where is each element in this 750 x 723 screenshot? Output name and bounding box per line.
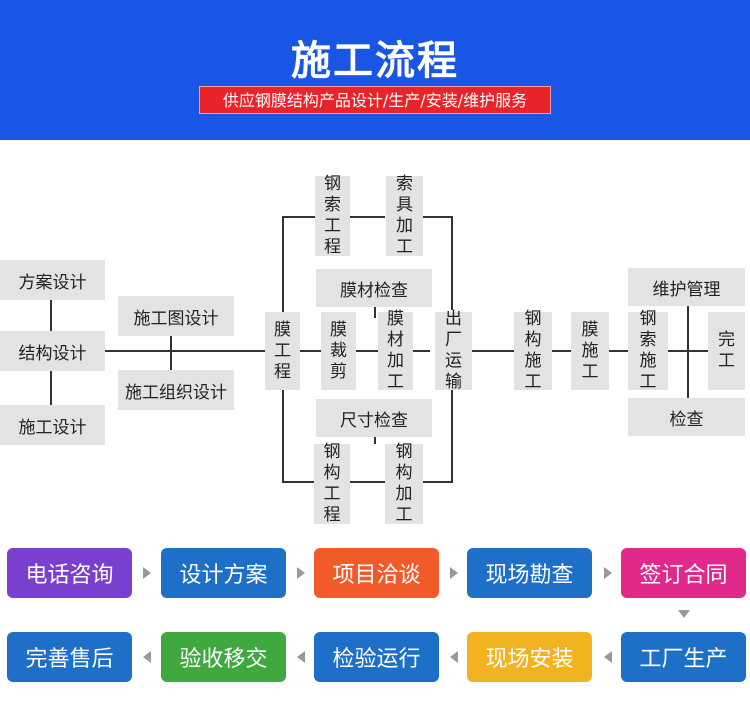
node-weihu: 维护管理 bbox=[628, 268, 745, 306]
connector-line bbox=[345, 216, 385, 218]
node-gougou-jiagong: 钢构加工 bbox=[385, 442, 423, 525]
node-suoju: 索具加工 bbox=[386, 174, 423, 257]
step-site-survey: 现场勘查 bbox=[467, 548, 592, 598]
step-negotiation: 项目洽谈 bbox=[314, 548, 439, 598]
arrow-right-icon bbox=[143, 567, 151, 579]
arrow-left-icon bbox=[143, 651, 151, 663]
connector-line bbox=[423, 481, 453, 483]
step-factory-production: 工厂生产 bbox=[621, 632, 746, 682]
step-phone-consult: 电话咨询 bbox=[7, 548, 132, 598]
step-site-install: 现场安装 bbox=[467, 632, 592, 682]
step-acceptance: 验收移交 bbox=[161, 632, 286, 682]
node-mo-caijian: 膜裁剪 bbox=[321, 312, 356, 390]
connector-line bbox=[282, 216, 322, 218]
step-design-plan: 设计方案 bbox=[161, 548, 286, 598]
step-after-sales: 完善售后 bbox=[7, 632, 132, 682]
header-banner: 施工流程 供应钢膜结构产品设计/生产/安装/维护服务 bbox=[0, 0, 750, 140]
arrow-right-icon bbox=[297, 567, 305, 579]
node-mocai-jiancha: 膜材检查 bbox=[316, 269, 432, 307]
connector-line bbox=[687, 306, 689, 398]
node-gougou-shigong: 钢构施工 bbox=[514, 309, 552, 392]
arrow-right-icon bbox=[450, 567, 458, 579]
connector-line bbox=[451, 216, 453, 310]
node-jiegou: 结构设计 bbox=[0, 331, 105, 371]
node-mocai-jiagong: 膜材加工 bbox=[378, 309, 413, 392]
connector-line bbox=[282, 481, 322, 483]
node-chicun: 尺寸检查 bbox=[316, 399, 432, 437]
arrow-right-icon bbox=[604, 567, 612, 579]
connector-line bbox=[105, 350, 265, 352]
subtitle-badge: 供应钢膜结构产品设计/生产/安装/维护服务 bbox=[199, 86, 551, 114]
connector-line bbox=[374, 436, 376, 444]
node-shigong-design: 施工设计 bbox=[0, 405, 105, 445]
node-mo-gongcheng: 膜工程 bbox=[265, 312, 300, 390]
connector-line bbox=[451, 390, 453, 483]
connector-line bbox=[374, 300, 376, 318]
node-gougou-gongcheng: 钢构工程 bbox=[314, 442, 350, 525]
step-test-run: 检验运行 bbox=[314, 632, 439, 682]
node-fangan: 方案设计 bbox=[0, 260, 105, 300]
step-sign-contract: 签订合同 bbox=[621, 548, 746, 598]
node-shigongtu: 施工图设计 bbox=[118, 296, 234, 336]
arrow-left-icon bbox=[604, 651, 612, 663]
node-mo-shigong: 膜施工 bbox=[571, 312, 609, 390]
arrow-down-icon bbox=[678, 610, 690, 618]
arrow-left-icon bbox=[297, 651, 305, 663]
page-title: 施工流程 bbox=[291, 38, 459, 84]
connector-line bbox=[345, 481, 385, 483]
node-chuchang: 出厂运输 bbox=[435, 309, 472, 392]
node-gangsuo-shigong: 钢索施工 bbox=[628, 309, 668, 392]
arrow-left-icon bbox=[450, 651, 458, 663]
connector-line bbox=[170, 330, 172, 370]
connector-line bbox=[423, 216, 453, 218]
node-wangong: 完工 bbox=[708, 312, 745, 390]
node-jiancha: 检查 bbox=[628, 398, 745, 436]
node-gangsuo-gongcheng: 钢索工程 bbox=[315, 174, 350, 257]
node-zuzhi: 施工组织设计 bbox=[118, 370, 234, 410]
connector-line bbox=[300, 350, 430, 352]
